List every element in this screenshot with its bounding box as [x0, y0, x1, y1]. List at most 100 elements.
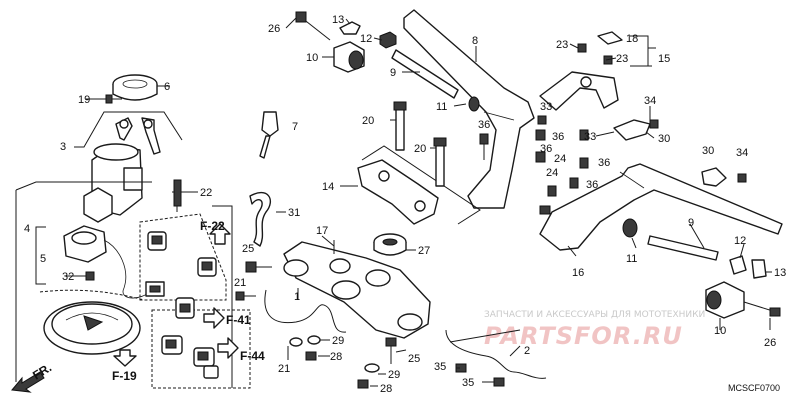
callout-7: 7	[292, 121, 298, 133]
callout-6: 6	[164, 81, 170, 93]
group-outline-top	[15, 181, 152, 191]
clamp-30b	[701, 167, 747, 187]
seal-cover	[39, 289, 145, 355]
callout-33b: 33	[584, 131, 596, 143]
callout-4: 4	[24, 223, 30, 235]
callout-8: 8	[472, 35, 478, 47]
callout-11a: 11	[436, 101, 447, 113]
callout-19: 19	[78, 94, 90, 106]
ignition-group	[15, 74, 192, 382]
callout-11b: 11	[626, 253, 637, 265]
callout-36e: 36	[586, 179, 598, 191]
callout-2: 2	[524, 345, 530, 357]
bolt-25b	[357, 337, 397, 389]
callout-14: 14	[322, 181, 334, 193]
screw-19	[96, 94, 122, 104]
ref-f41: F-41	[226, 313, 251, 327]
leader-lines	[86, 17, 772, 387]
callout-10b: 10	[714, 325, 726, 337]
coupler-c	[175, 297, 195, 319]
callout-12b: 12	[734, 235, 746, 247]
bracket-line-3	[74, 111, 183, 148]
callout-25b: 25	[408, 353, 420, 365]
callout-1: 1	[294, 291, 300, 303]
callout-13a: 13	[332, 14, 344, 26]
callout-27: 27	[418, 245, 430, 257]
callout-29a: 29	[332, 335, 344, 347]
callout-3: 3	[60, 141, 66, 153]
coupler-a	[147, 231, 167, 251]
screw-32	[66, 271, 95, 281]
callout-24a: 24	[554, 153, 566, 165]
bar-end-right	[622, 218, 781, 319]
handlebar-16	[539, 163, 783, 251]
coupler-b	[197, 257, 217, 277]
callout-30b: 30	[702, 145, 714, 157]
callout-29b: 29	[388, 369, 400, 381]
callout-26b: 26	[764, 337, 776, 349]
bolt-20a	[393, 101, 407, 151]
callout-21b: 21	[278, 363, 290, 375]
callout-36d: 36	[598, 157, 610, 169]
callout-13b: 13	[774, 267, 786, 279]
callout-16: 16	[572, 267, 584, 279]
callout-28a: 28	[330, 351, 342, 363]
callout-34a: 34	[644, 95, 656, 107]
key-7	[259, 111, 279, 159]
callout-20a: 20	[362, 115, 374, 127]
callout-31: 31	[288, 207, 300, 219]
callout-32: 32	[62, 271, 74, 283]
callout-34b: 34	[736, 147, 748, 159]
watermark-line2: PARTSFOR.RU	[484, 322, 683, 350]
bracket-line-4	[35, 226, 46, 285]
callout-9a: 9	[390, 67, 396, 79]
coupler-e	[193, 347, 219, 379]
arrow-right-f44	[217, 337, 239, 359]
callout-36b: 36	[478, 119, 490, 131]
arrow-down-f19	[113, 349, 137, 367]
ref-f44: F-44	[240, 349, 265, 363]
callout-20b: 20	[414, 143, 426, 155]
callout-9b: 9	[688, 217, 694, 229]
callout-30a: 30	[658, 133, 670, 145]
coupler-d	[161, 335, 183, 355]
handlebar-8	[403, 9, 535, 209]
callout-24b: 24	[546, 167, 558, 179]
clamp-30a	[613, 119, 659, 141]
callout-35b: 35	[462, 377, 474, 389]
stem-nut-27	[373, 233, 407, 256]
top-bridge-14	[357, 145, 481, 225]
clip-31	[249, 191, 271, 247]
bolt-36b	[479, 133, 489, 160]
callout-23a: 23	[556, 39, 568, 51]
callout-5: 5	[40, 253, 46, 265]
callout-35a: 35	[434, 361, 446, 373]
arrow-right-f41	[203, 307, 225, 329]
brake-line-2	[445, 329, 547, 379]
small-parts-center	[289, 335, 321, 361]
bolt-20b	[433, 137, 447, 187]
ring-nut-6	[112, 74, 170, 101]
callout-17: 17	[316, 225, 328, 237]
ref-f22: F-22	[200, 219, 225, 233]
switch-unit-5	[63, 225, 165, 299]
callout-21a: 21	[234, 277, 246, 289]
connector-outline	[212, 205, 233, 388]
callout-36a: 36	[552, 131, 564, 143]
callout-numbers: 26 13 12 10 9 8 11 23 18 23 15 33 34 36 …	[24, 14, 786, 395]
callout-25a: 25	[242, 243, 254, 255]
steering-stem-17	[283, 240, 431, 339]
screw-22	[172, 179, 192, 212]
reference-labels: F-22 F-41 F-44 F-19 FR.	[30, 219, 265, 383]
ignition-switch-3	[83, 117, 161, 223]
arrow-up-f22	[209, 223, 231, 245]
bar-end-weight-left	[295, 11, 459, 99]
small-bolts-right-center	[535, 115, 589, 215]
callout-10a: 10	[306, 52, 318, 64]
callout-26a: 26	[268, 23, 280, 35]
bolt-25a	[245, 261, 272, 273]
callout-23b: 23	[616, 53, 628, 65]
callout-28b: 28	[380, 383, 392, 395]
callout-18: 18	[626, 33, 638, 45]
